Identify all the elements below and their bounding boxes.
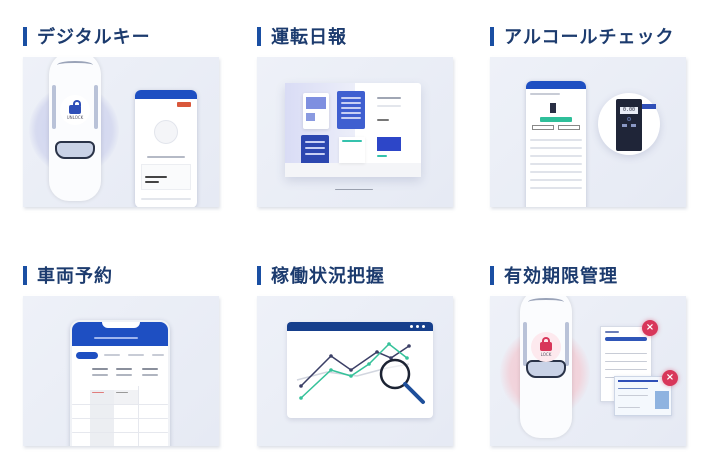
feature-heading: 有効期限管理: [490, 262, 686, 288]
feature-heading: 稼働状況把握: [257, 262, 453, 288]
photo-portrait-icon: [655, 391, 669, 409]
smartphone-calendar-mock: [70, 320, 170, 446]
feature-heading: 車両予約: [23, 262, 219, 288]
digital-key-illustration: UNLOCK: [23, 57, 219, 207]
cloud-icon: [154, 120, 178, 144]
monitor-icon: [285, 83, 421, 177]
unlock-icon: UNLOCK: [60, 95, 90, 125]
feature-heading: 運転日報: [257, 23, 453, 49]
feature-card-digital-key[interactable]: デジタルキー UNLOCK: [23, 23, 219, 207]
heading-accent-bar: [23, 265, 27, 285]
feature-card-alcohol-check[interactable]: アルコールチェック 0.00: [490, 23, 686, 207]
feature-title: 有効期限管理: [504, 266, 618, 287]
expiry-management-illustration: LOCK × ×: [490, 296, 686, 446]
heading-accent-bar: [490, 26, 494, 46]
heading-accent-bar: [23, 26, 27, 46]
magnifier-icon: [379, 358, 425, 404]
feature-card-vehicle-reservation[interactable]: 車両予約: [23, 262, 219, 446]
driving-report-illustration: [257, 57, 453, 207]
heading-accent-bar: [257, 26, 261, 46]
expired-badge-icon: ×: [662, 370, 678, 386]
lock-icon: LOCK: [531, 332, 561, 362]
feature-card-operation-status[interactable]: 稼働状況把握: [257, 262, 453, 446]
feature-title: 稼働状況把握: [271, 266, 385, 287]
heading-accent-bar: [490, 265, 494, 285]
expired-badge-icon: ×: [642, 320, 658, 336]
breathalyzer-device-icon: 0.00: [616, 99, 642, 151]
vehicle-reservation-illustration: [23, 296, 219, 446]
feature-title: 運転日報: [271, 27, 347, 48]
car-top-view-icon: [49, 57, 101, 201]
car-top-view-icon: [520, 296, 572, 438]
smartphone-record-mock: [526, 81, 586, 207]
feature-heading: デジタルキー: [23, 23, 219, 49]
alcohol-check-illustration: 0.00: [490, 57, 686, 207]
feature-card-expiry-management[interactable]: 有効期限管理 LOCK × ×: [490, 262, 686, 446]
driver-license-card-icon: [614, 376, 672, 416]
feature-card-driving-report[interactable]: 運転日報: [257, 23, 453, 207]
feature-title: アルコールチェック: [504, 27, 675, 48]
operation-status-illustration: [257, 296, 453, 446]
monitor-stand: [335, 189, 373, 190]
feature-title: デジタルキー: [37, 27, 151, 48]
smartphone-app-mock: [135, 90, 197, 207]
feature-heading: アルコールチェック: [490, 23, 686, 49]
feature-title: 車両予約: [37, 266, 113, 287]
heading-accent-bar: [257, 265, 261, 285]
